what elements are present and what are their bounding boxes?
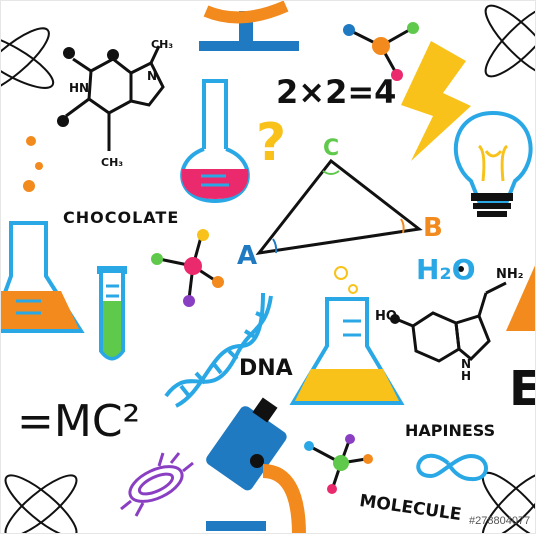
chocolate-label: CHOCOLATE (63, 208, 180, 227)
question-mark: ? (256, 113, 287, 173)
methyl-top-label: CH₃ (151, 38, 174, 51)
ring-h-label: H (461, 369, 472, 383)
lightbulb-icon (453, 110, 533, 217)
stock-watermark-id: #278804077 (469, 515, 531, 527)
methyl-bottom-label: CH₃ (101, 156, 124, 169)
dna-label: DNA (239, 356, 293, 381)
atom-icon-bottom-left (4, 474, 78, 533)
decorative-dots (23, 136, 464, 272)
round-flask-icon (180, 79, 250, 204)
bacterium-icon (120, 452, 194, 517)
molecule-cluster-icon-left (151, 229, 224, 307)
n-atom-label: N (147, 69, 158, 83)
dna-icon (164, 292, 273, 408)
serotonin-molecule-icon (395, 281, 507, 363)
erlenmeyer-flask-icon-center (289, 266, 405, 405)
ring-n-label: N (461, 357, 472, 371)
caffeine-molecule-icon (65, 45, 165, 151)
erlenmeyer-flask-icon-right (506, 265, 535, 331)
equation-label: 2×2=4 (276, 73, 397, 111)
amine-label: NH₂ (496, 267, 524, 282)
molecule-cluster-icon-top (343, 22, 419, 81)
water-formula-label: H₂O (416, 253, 476, 286)
microscope-icon-bottom (206, 397, 306, 533)
emc2-label: =MC² (17, 396, 141, 447)
hapiness-label: HAPINESS (405, 421, 496, 440)
atom-icon-top-left (1, 27, 55, 95)
partial-e-letter: E (509, 361, 535, 417)
hydroxyl-label: HO (375, 309, 397, 324)
lightning-icon (401, 41, 471, 161)
vertex-a-label: A (237, 241, 258, 271)
triangle-diagram (255, 158, 423, 256)
test-tube-icon (97, 266, 127, 361)
vertex-b-label: B (423, 213, 443, 243)
atom-icon-top-right (484, 4, 535, 78)
infinity-icon (416, 453, 488, 482)
erlenmeyer-flask-icon-left (1, 221, 85, 333)
hn-atom-label: HN (69, 81, 90, 95)
molecule-cluster-icon-bottom (304, 434, 373, 494)
vertex-c-label: C (323, 136, 340, 161)
microscope-icon-top (199, 1, 299, 51)
